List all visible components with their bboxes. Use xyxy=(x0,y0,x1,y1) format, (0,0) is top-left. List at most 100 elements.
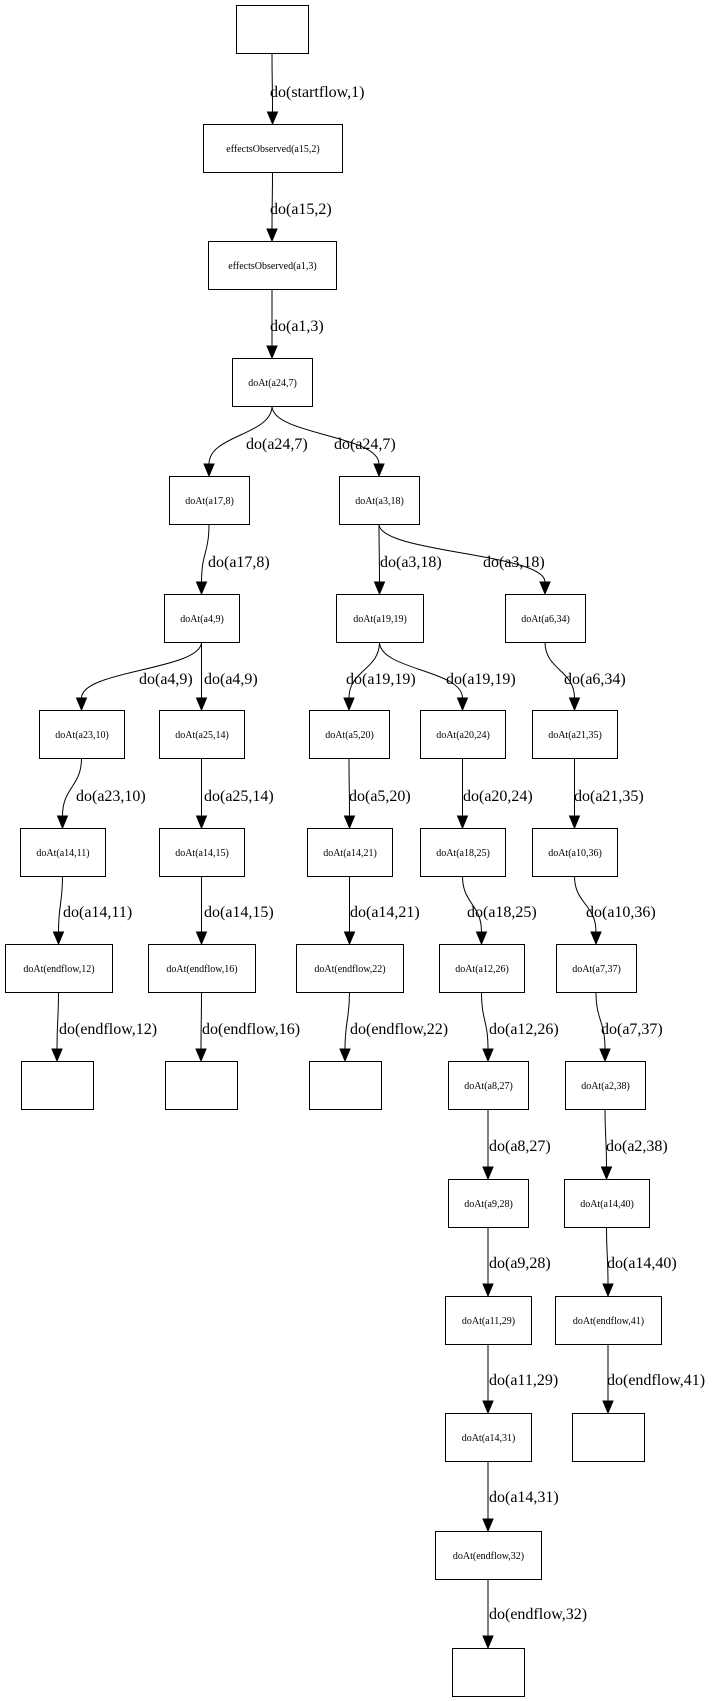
edge: do(a9,28) xyxy=(482,1227,551,1298)
node-doat-a11-29: doAt(a11,29) xyxy=(445,1296,532,1345)
node-doat-a7-37: doAt(a7,37) xyxy=(556,944,637,993)
node-doat-a18-25: doAt(a18,25) xyxy=(420,828,506,877)
arrowhead-icon xyxy=(482,1283,494,1298)
edge-line xyxy=(378,523,546,583)
arrowhead-icon xyxy=(600,1166,613,1181)
node-label: doAt(a14,40) xyxy=(580,1199,634,1210)
edge: do(a12,26) xyxy=(481,991,559,1063)
node-label: doAt(a14,21) xyxy=(323,848,377,859)
edge: do(a25,14) xyxy=(195,758,274,830)
edge: do(endflow,16) xyxy=(195,991,300,1063)
node-label: doAt(a5,20) xyxy=(325,730,374,741)
edge-line xyxy=(344,991,350,1050)
node-box xyxy=(420,828,506,877)
node-box xyxy=(159,828,245,877)
node-box xyxy=(21,1061,94,1110)
edge: do(startflow,1) xyxy=(266,52,365,126)
edge: do(endflow,32) xyxy=(482,1579,587,1650)
edge: do(a8,27) xyxy=(482,1109,551,1181)
edge-line xyxy=(348,757,350,817)
edge-label: do(a9,28) xyxy=(489,1255,551,1272)
edge-line xyxy=(379,641,463,699)
arrowhead-icon xyxy=(343,697,355,712)
node-label: doAt(a12,26) xyxy=(455,964,509,975)
node-label: doAt(a14,31) xyxy=(462,1433,516,1444)
edge-label: do(a4,9) xyxy=(204,671,258,688)
node-label: doAt(a11,29) xyxy=(462,1316,515,1327)
edge: do(a14,21) xyxy=(343,876,420,946)
empty-node xyxy=(165,1061,238,1110)
node-box xyxy=(20,828,106,877)
node-box xyxy=(565,1061,646,1110)
node-box xyxy=(445,1296,532,1345)
edge-label: do(a24,7) xyxy=(334,436,396,453)
arrowhead-icon xyxy=(339,1048,351,1063)
empty-node xyxy=(452,1648,525,1697)
empty-node xyxy=(309,1061,382,1110)
arrowhead-icon xyxy=(599,1048,611,1063)
edge: do(a11,29) xyxy=(482,1344,558,1415)
edge-label: do(a14,15) xyxy=(204,904,274,921)
edge-line xyxy=(58,875,63,933)
edge-label: do(a1,3) xyxy=(270,318,324,335)
edge: do(a6,34) xyxy=(544,641,626,712)
edge-label: do(a20,24) xyxy=(463,788,533,805)
node-label: doAt(a19,19) xyxy=(353,614,407,625)
node-box xyxy=(148,944,256,993)
edge: do(a2,38) xyxy=(600,1108,668,1181)
edge-label: do(endflow,12) xyxy=(59,1021,157,1038)
edge: do(a10,36) xyxy=(574,875,656,946)
edge-line xyxy=(271,405,380,465)
node-doat-a4-9: doAt(a4,9) xyxy=(164,594,240,643)
arrowhead-icon xyxy=(266,345,278,360)
arrowhead-icon xyxy=(482,1635,494,1650)
arrowhead-icon xyxy=(482,1166,494,1181)
arrowhead-icon xyxy=(195,1048,207,1063)
node-doat-endflow-32: doAt(endflow,32) xyxy=(435,1531,542,1580)
node-label: doAt(a2,38) xyxy=(581,1081,630,1092)
node-label: doAt(a8,27) xyxy=(464,1081,513,1092)
node-doat-a14-40: doAt(a14,40) xyxy=(564,1179,650,1228)
edge-line xyxy=(201,523,210,583)
edge: do(a20,24) xyxy=(456,757,533,830)
node-box xyxy=(448,1179,529,1228)
node-doat-a10-36: doAt(a10,36) xyxy=(532,828,618,877)
arrowhead-icon xyxy=(482,1518,494,1533)
edge-line xyxy=(271,52,273,113)
edge: do(a23,10) xyxy=(56,757,146,830)
node-doat-a14-31: doAt(a14,31) xyxy=(445,1413,532,1462)
node-label: doAt(a14,15) xyxy=(175,848,229,859)
node-doat-a19-19: doAt(a19,19) xyxy=(336,594,424,643)
arrowhead-icon xyxy=(75,697,88,712)
edge: do(a5,20) xyxy=(343,757,411,830)
edge-label: do(a24,7) xyxy=(246,436,308,453)
edge-label: do(startflow,1) xyxy=(270,84,365,101)
node-box xyxy=(159,710,245,759)
edge: do(a15,2) xyxy=(266,171,332,243)
node-label: doAt(a10,36) xyxy=(548,848,602,859)
edge: do(endflow,41) xyxy=(602,1343,705,1415)
arrowhead-icon xyxy=(195,697,208,712)
arrowhead-icon xyxy=(343,931,356,946)
edge: do(endflow,12) xyxy=(51,991,157,1063)
node-box xyxy=(532,710,618,759)
nodes-layer: effectsObserved(a15,2)effectsObserved(a1… xyxy=(5,5,662,1697)
edge-label: do(a14,21) xyxy=(350,904,420,921)
edge: do(a4,9) xyxy=(195,642,258,712)
node-box xyxy=(555,1296,662,1345)
node-doat-a20-24: doAt(a20,24) xyxy=(420,710,506,759)
edge-label: do(a7,37) xyxy=(601,1021,663,1038)
arrowhead-icon xyxy=(343,815,356,830)
arrowhead-icon xyxy=(482,1400,494,1415)
arrowhead-icon xyxy=(373,581,386,596)
node-doat-a9-28: doAt(a9,28) xyxy=(448,1179,529,1228)
edge-line xyxy=(200,991,202,1050)
node-label: doAt(a17,8) xyxy=(185,496,234,507)
node-label: doAt(a21,35) xyxy=(548,730,602,741)
edge-label: do(endflow,22) xyxy=(350,1021,448,1038)
arrowhead-icon xyxy=(195,815,208,830)
node-box xyxy=(439,944,525,993)
arrowhead-icon xyxy=(590,931,602,946)
node-label: doAt(a9,28) xyxy=(464,1199,513,1210)
empty-node xyxy=(572,1413,645,1462)
